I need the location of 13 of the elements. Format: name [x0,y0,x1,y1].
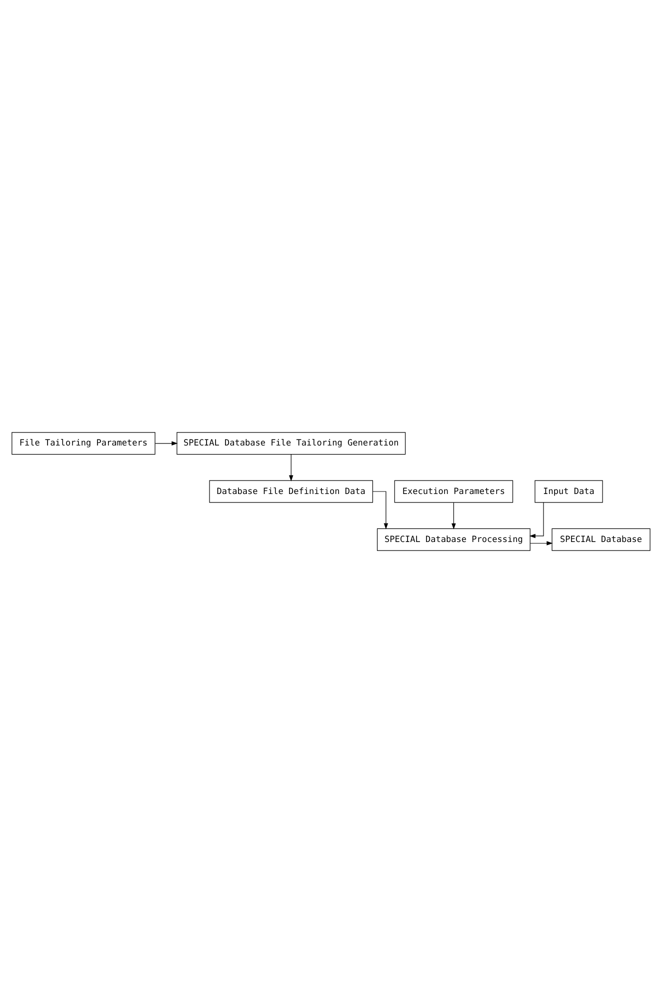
node-box: Input Data [534,480,603,503]
arrow [288,454,294,482]
arrow [452,502,456,530]
node-box: SPECIAL Database [552,528,650,551]
arrow [372,491,388,530]
node-box: SPECIAL Database Processing [376,528,530,551]
arrow [530,541,553,546]
node-box: Execution Parameters [394,480,514,503]
arrow [154,441,178,446]
node-box: File Tailoring Parameters [12,432,156,455]
node-box: Database File Definition Data [209,480,374,503]
arrow [529,502,544,538]
node-box: SPECIAL Database File Tailoring Generation [176,432,406,455]
